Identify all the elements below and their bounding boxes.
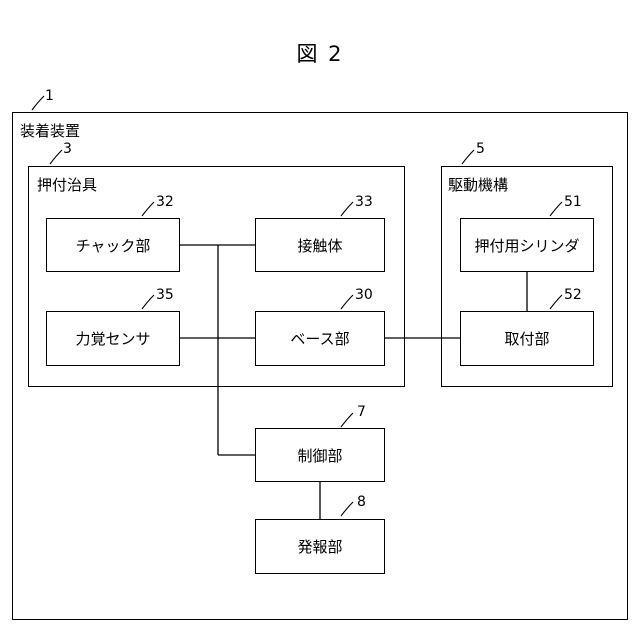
drive-label: 駆動機構	[448, 174, 508, 195]
contact-block: 接触体	[255, 218, 385, 272]
chuck-block: チャック部	[46, 218, 180, 272]
alarm-ref: 8	[357, 494, 366, 510]
mount-label: 取付部	[504, 328, 549, 349]
mount-ref: 52	[564, 287, 582, 303]
base-block: ベース部	[255, 311, 385, 366]
device-label: 装着装置	[20, 120, 80, 141]
jig-label: 押付治具	[37, 174, 97, 195]
base-label: ベース部	[290, 328, 349, 349]
control-ref: 7	[357, 404, 366, 420]
cylinder-ref: 51	[564, 194, 582, 210]
control-block: 制御部	[255, 428, 385, 482]
mount-block: 取付部	[460, 311, 594, 366]
force-sensor-label: 力覚センサ	[75, 328, 150, 349]
base-ref: 30	[355, 287, 373, 303]
jig-ref: 3	[63, 141, 72, 157]
alarm-block: 発報部	[255, 519, 385, 574]
contact-label: 接触体	[297, 235, 342, 256]
chuck-ref: 32	[156, 194, 174, 210]
device-ref: 1	[45, 88, 54, 104]
force-sensor-ref: 35	[156, 287, 174, 303]
alarm-label: 発報部	[297, 536, 342, 557]
leader-1	[32, 96, 44, 110]
cylinder-block: 押付用シリンダ	[460, 218, 594, 272]
force-sensor-block: 力覚センサ	[46, 311, 180, 366]
control-label: 制御部	[297, 445, 342, 466]
contact-ref: 33	[355, 194, 373, 210]
chuck-label: チャック部	[76, 235, 151, 256]
cylinder-label: 押付用シリンダ	[474, 235, 579, 256]
drive-ref: 5	[476, 141, 485, 157]
